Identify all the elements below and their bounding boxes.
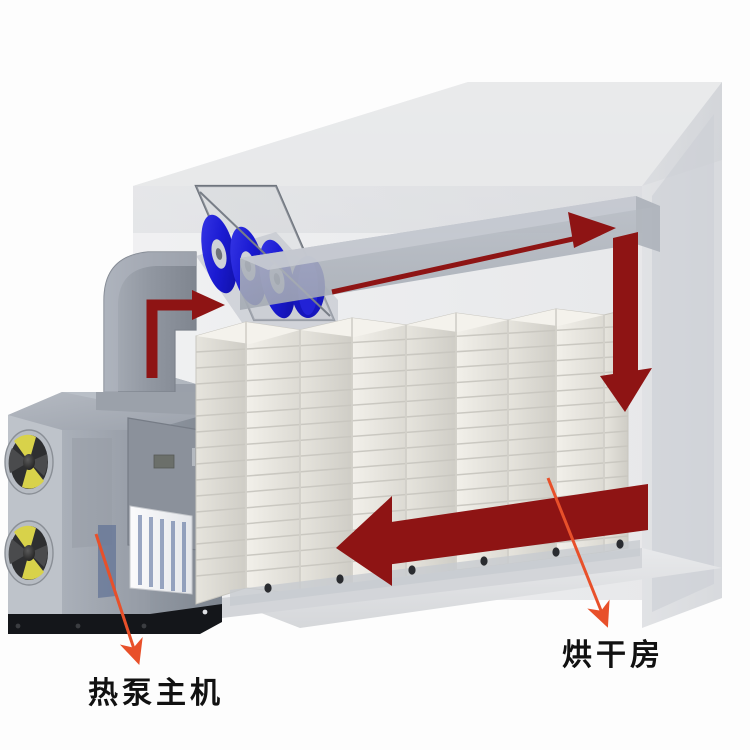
air-grille-panel: [129, 505, 193, 595]
condenser-fan-bottom: [4, 520, 54, 586]
room-floor: [222, 539, 722, 628]
ceiling-baffle-panel: [240, 196, 660, 310]
rack-column: [195, 321, 301, 605]
base-bolt: [75, 623, 81, 629]
cabinet-handle: [192, 448, 195, 466]
arrow-floor-left: [336, 484, 648, 586]
arrow-ceiling-right: [331, 212, 616, 295]
control-display: [153, 454, 175, 469]
label-dry-room: 烘干房: [562, 638, 664, 673]
duct-highlight: [104, 252, 196, 392]
arrow-duct-up: [146, 290, 225, 378]
blue-fan-1: [201, 214, 237, 294]
floor-kerb: [230, 540, 640, 606]
floor-bolts: [264, 539, 624, 593]
arrow-right-down: [600, 232, 652, 412]
base-bolt: [15, 623, 21, 629]
label-heat-pump: 热泵主机: [88, 676, 224, 711]
base-bolt: [202, 609, 208, 615]
condenser-fan-top: [4, 429, 54, 495]
room-right-wall-frame: [652, 114, 714, 612]
rack-column: [299, 317, 407, 595]
base-bolt: [141, 623, 147, 629]
pointer-dry-room: [546, 477, 610, 628]
pointer-heat-pump: [94, 533, 143, 665]
duct-foot: [96, 392, 222, 416]
machine-front-panel-seam: [72, 438, 112, 548]
room-ceiling-plane: [133, 82, 722, 186]
